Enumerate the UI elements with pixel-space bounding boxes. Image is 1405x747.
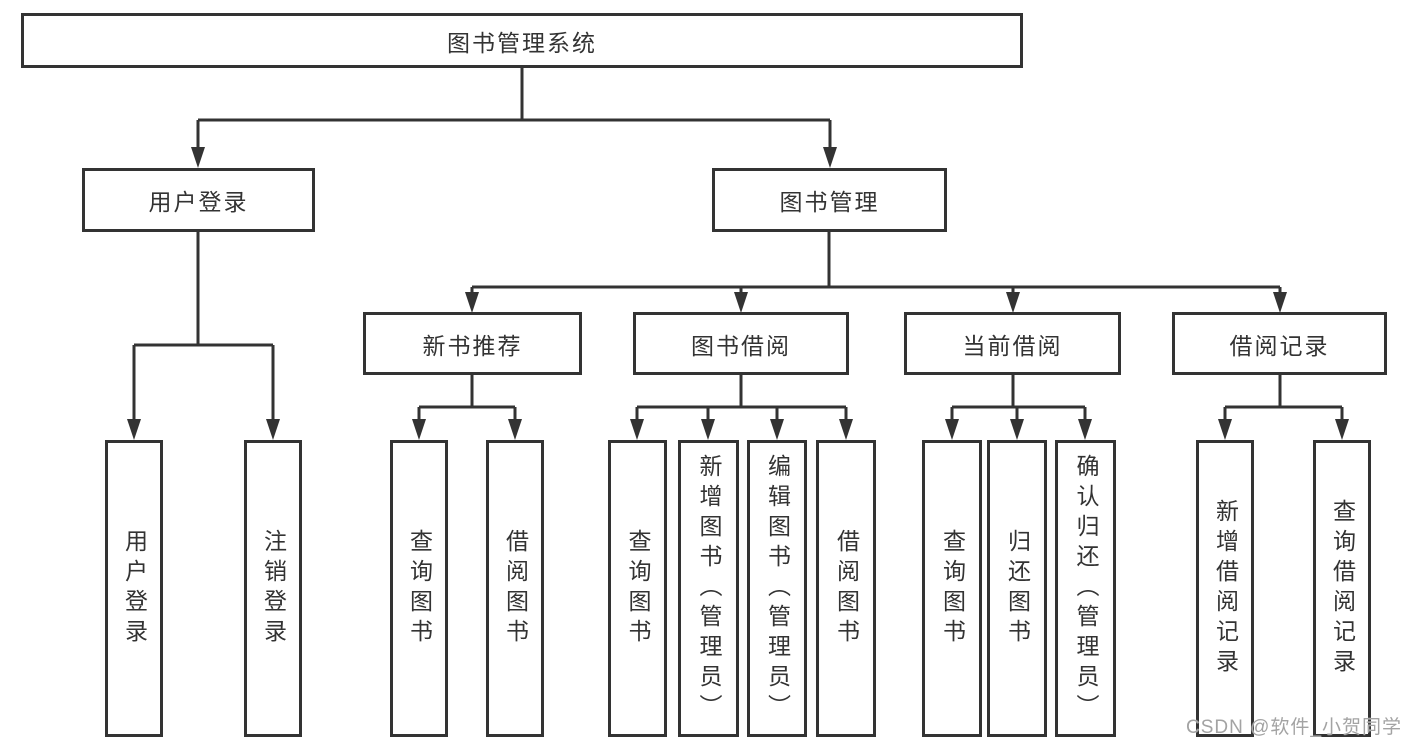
arrowheads [127, 147, 1349, 440]
node-book-management: 图书管理 [712, 168, 947, 232]
leaf-user-login: 用户登录 [105, 440, 163, 737]
leaf-return-books: 归还图书 [987, 440, 1047, 737]
leaf-logout: 注销登录 [244, 440, 302, 737]
leaf-borrow-books: 借阅图书 [816, 440, 876, 737]
leaf-confirm-return-admin: 确认归还（管理员） [1055, 440, 1116, 737]
leaf-query-books-current: 查询图书 [922, 440, 982, 737]
leaf-query-books-borrow: 查询图书 [608, 440, 667, 737]
leaf-add-borrow-record: 新增借阅记录 [1196, 440, 1254, 737]
node-current-borrow: 当前借阅 [904, 312, 1121, 375]
node-book-borrow: 图书借阅 [633, 312, 849, 375]
leaf-query-books-recommend: 查询图书 [390, 440, 448, 737]
leaf-edit-book-admin: 编辑图书（管理员） [747, 440, 807, 737]
node-user-login: 用户登录 [82, 168, 315, 232]
csdn-watermark: CSDN @软件_小贺同学 [1186, 717, 1402, 738]
node-library-system: 图书管理系统 [21, 13, 1023, 68]
leaf-borrow-books-recommend: 借阅图书 [486, 440, 544, 737]
node-borrow-records: 借阅记录 [1172, 312, 1387, 375]
leaf-query-borrow-record: 查询借阅记录 [1313, 440, 1371, 737]
node-new-book-recommend: 新书推荐 [363, 312, 582, 375]
leaf-add-book-admin: 新增图书（管理员） [678, 440, 739, 737]
